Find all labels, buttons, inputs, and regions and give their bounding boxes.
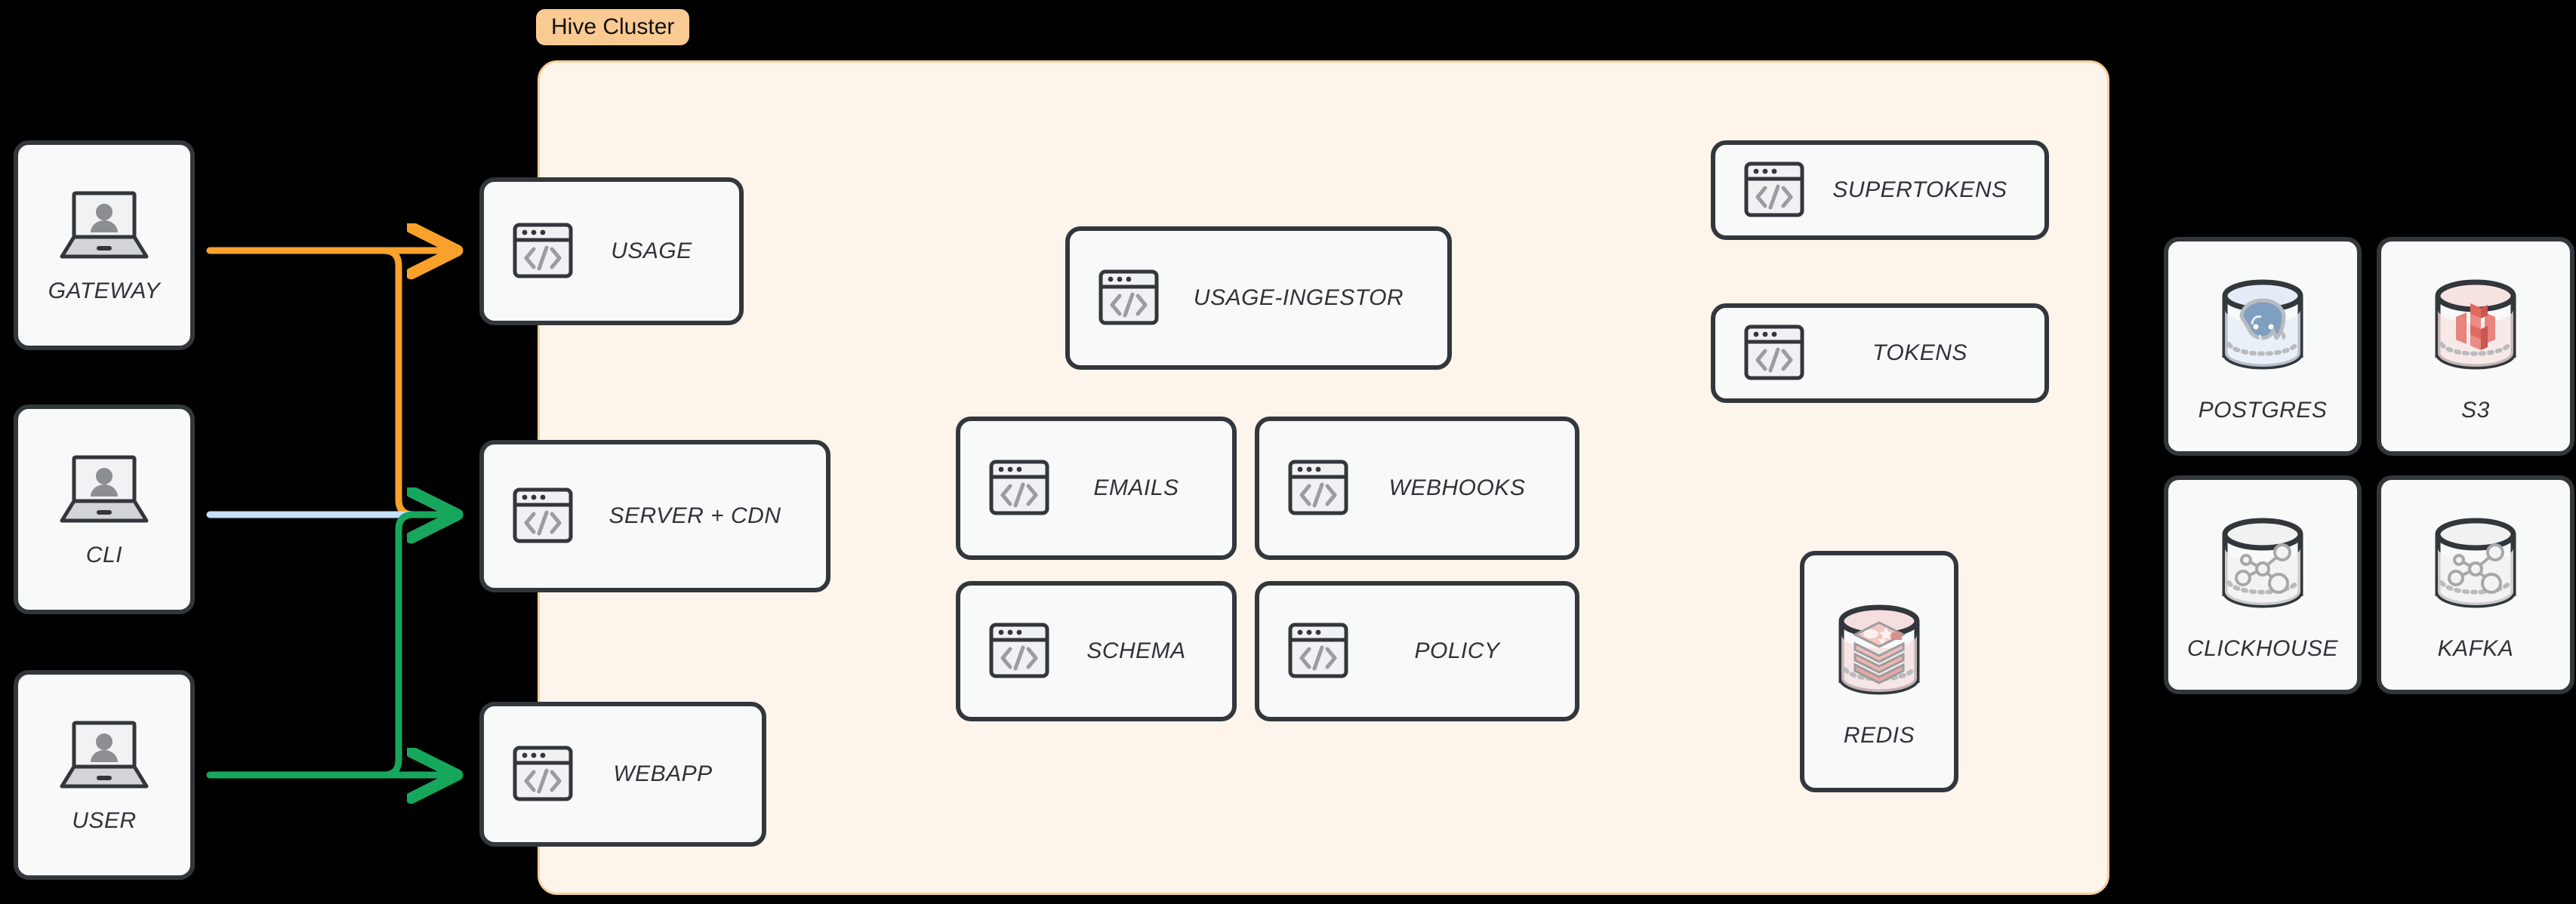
service-card-supertokens[interactable]: SUPERTOKENS — [1711, 140, 2049, 240]
store-label: REDIS — [1843, 722, 1915, 748]
store-card-s3[interactable]: S3 — [2377, 237, 2574, 456]
client-card-gateway[interactable]: GATEWAY — [14, 140, 195, 350]
code-window-icon — [1742, 157, 1806, 224]
store-label: CLICKHOUSE — [2186, 635, 2339, 661]
code-window-icon — [511, 741, 575, 808]
s3-database-icon — [2419, 270, 2532, 387]
service-card-schema[interactable]: SCHEMA — [956, 581, 1237, 721]
code-window-icon — [1286, 455, 1350, 522]
kafka-database-icon — [2419, 509, 2532, 626]
hive-cluster-badge: Hive Cluster — [536, 9, 690, 45]
edge-gateway-to-server-cdn — [206, 247, 456, 515]
service-label: SERVER + CDN — [609, 503, 781, 528]
service-label: SCHEMA — [1086, 638, 1186, 663]
laptop-icon — [56, 187, 153, 271]
service-label: EMAILS — [1093, 475, 1179, 500]
code-window-icon — [988, 618, 1051, 685]
redis-database-icon — [1823, 595, 1936, 712]
store-card-clickhouse[interactable]: CLICKHOUSE — [2164, 475, 2362, 694]
service-card-policy[interactable]: POLICY — [1255, 581, 1579, 721]
store-label: S3 — [2461, 397, 2490, 423]
store-card-redis[interactable]: REDIS — [1800, 551, 1958, 792]
store-card-kafka[interactable]: KAFKA — [2377, 475, 2574, 694]
service-label: SUPERTOKENS — [1832, 177, 2007, 202]
service-card-usage[interactable]: USAGE — [479, 177, 744, 325]
service-card-webhooks[interactable]: WEBHOOKS — [1255, 417, 1579, 560]
client-label: GATEWAY — [48, 278, 161, 303]
postgres-database-icon — [2206, 270, 2319, 387]
client-label: USER — [72, 807, 137, 833]
service-label: POLICY — [1414, 638, 1500, 663]
laptop-icon — [56, 451, 153, 535]
service-label: WEBHOOKS — [1388, 475, 1526, 500]
store-label: KAFKA — [2437, 635, 2514, 661]
client-card-cli[interactable]: CLI — [14, 404, 195, 614]
clickhouse-database-icon — [2206, 509, 2319, 626]
laptop-icon — [56, 717, 153, 801]
service-label: USAGE-INGESTOR — [1193, 285, 1404, 310]
code-window-icon — [1286, 618, 1350, 685]
service-label: USAGE — [611, 238, 692, 263]
code-window-icon — [511, 483, 575, 550]
code-window-icon — [511, 218, 575, 285]
code-window-icon — [1742, 320, 1806, 387]
service-card-usage-ingestor[interactable]: USAGE-INGESTOR — [1065, 226, 1452, 370]
store-card-postgres[interactable]: POSTGRES — [2164, 237, 2362, 456]
service-card-webapp[interactable]: WEBAPP — [479, 702, 766, 847]
store-label: POSTGRES — [2198, 397, 2328, 423]
service-label: WEBAPP — [613, 761, 713, 786]
service-card-tokens[interactable]: TOKENS — [1711, 303, 2049, 403]
client-label: CLI — [85, 542, 123, 567]
code-window-icon — [1097, 265, 1160, 332]
edge-user-to-server-cdn — [206, 515, 456, 779]
client-card-user[interactable]: USER — [14, 670, 195, 880]
code-window-icon — [988, 455, 1051, 522]
service-card-emails[interactable]: EMAILS — [956, 417, 1237, 560]
service-label: TOKENS — [1872, 340, 1967, 365]
service-card-server-cdn[interactable]: SERVER + CDN — [479, 440, 830, 592]
